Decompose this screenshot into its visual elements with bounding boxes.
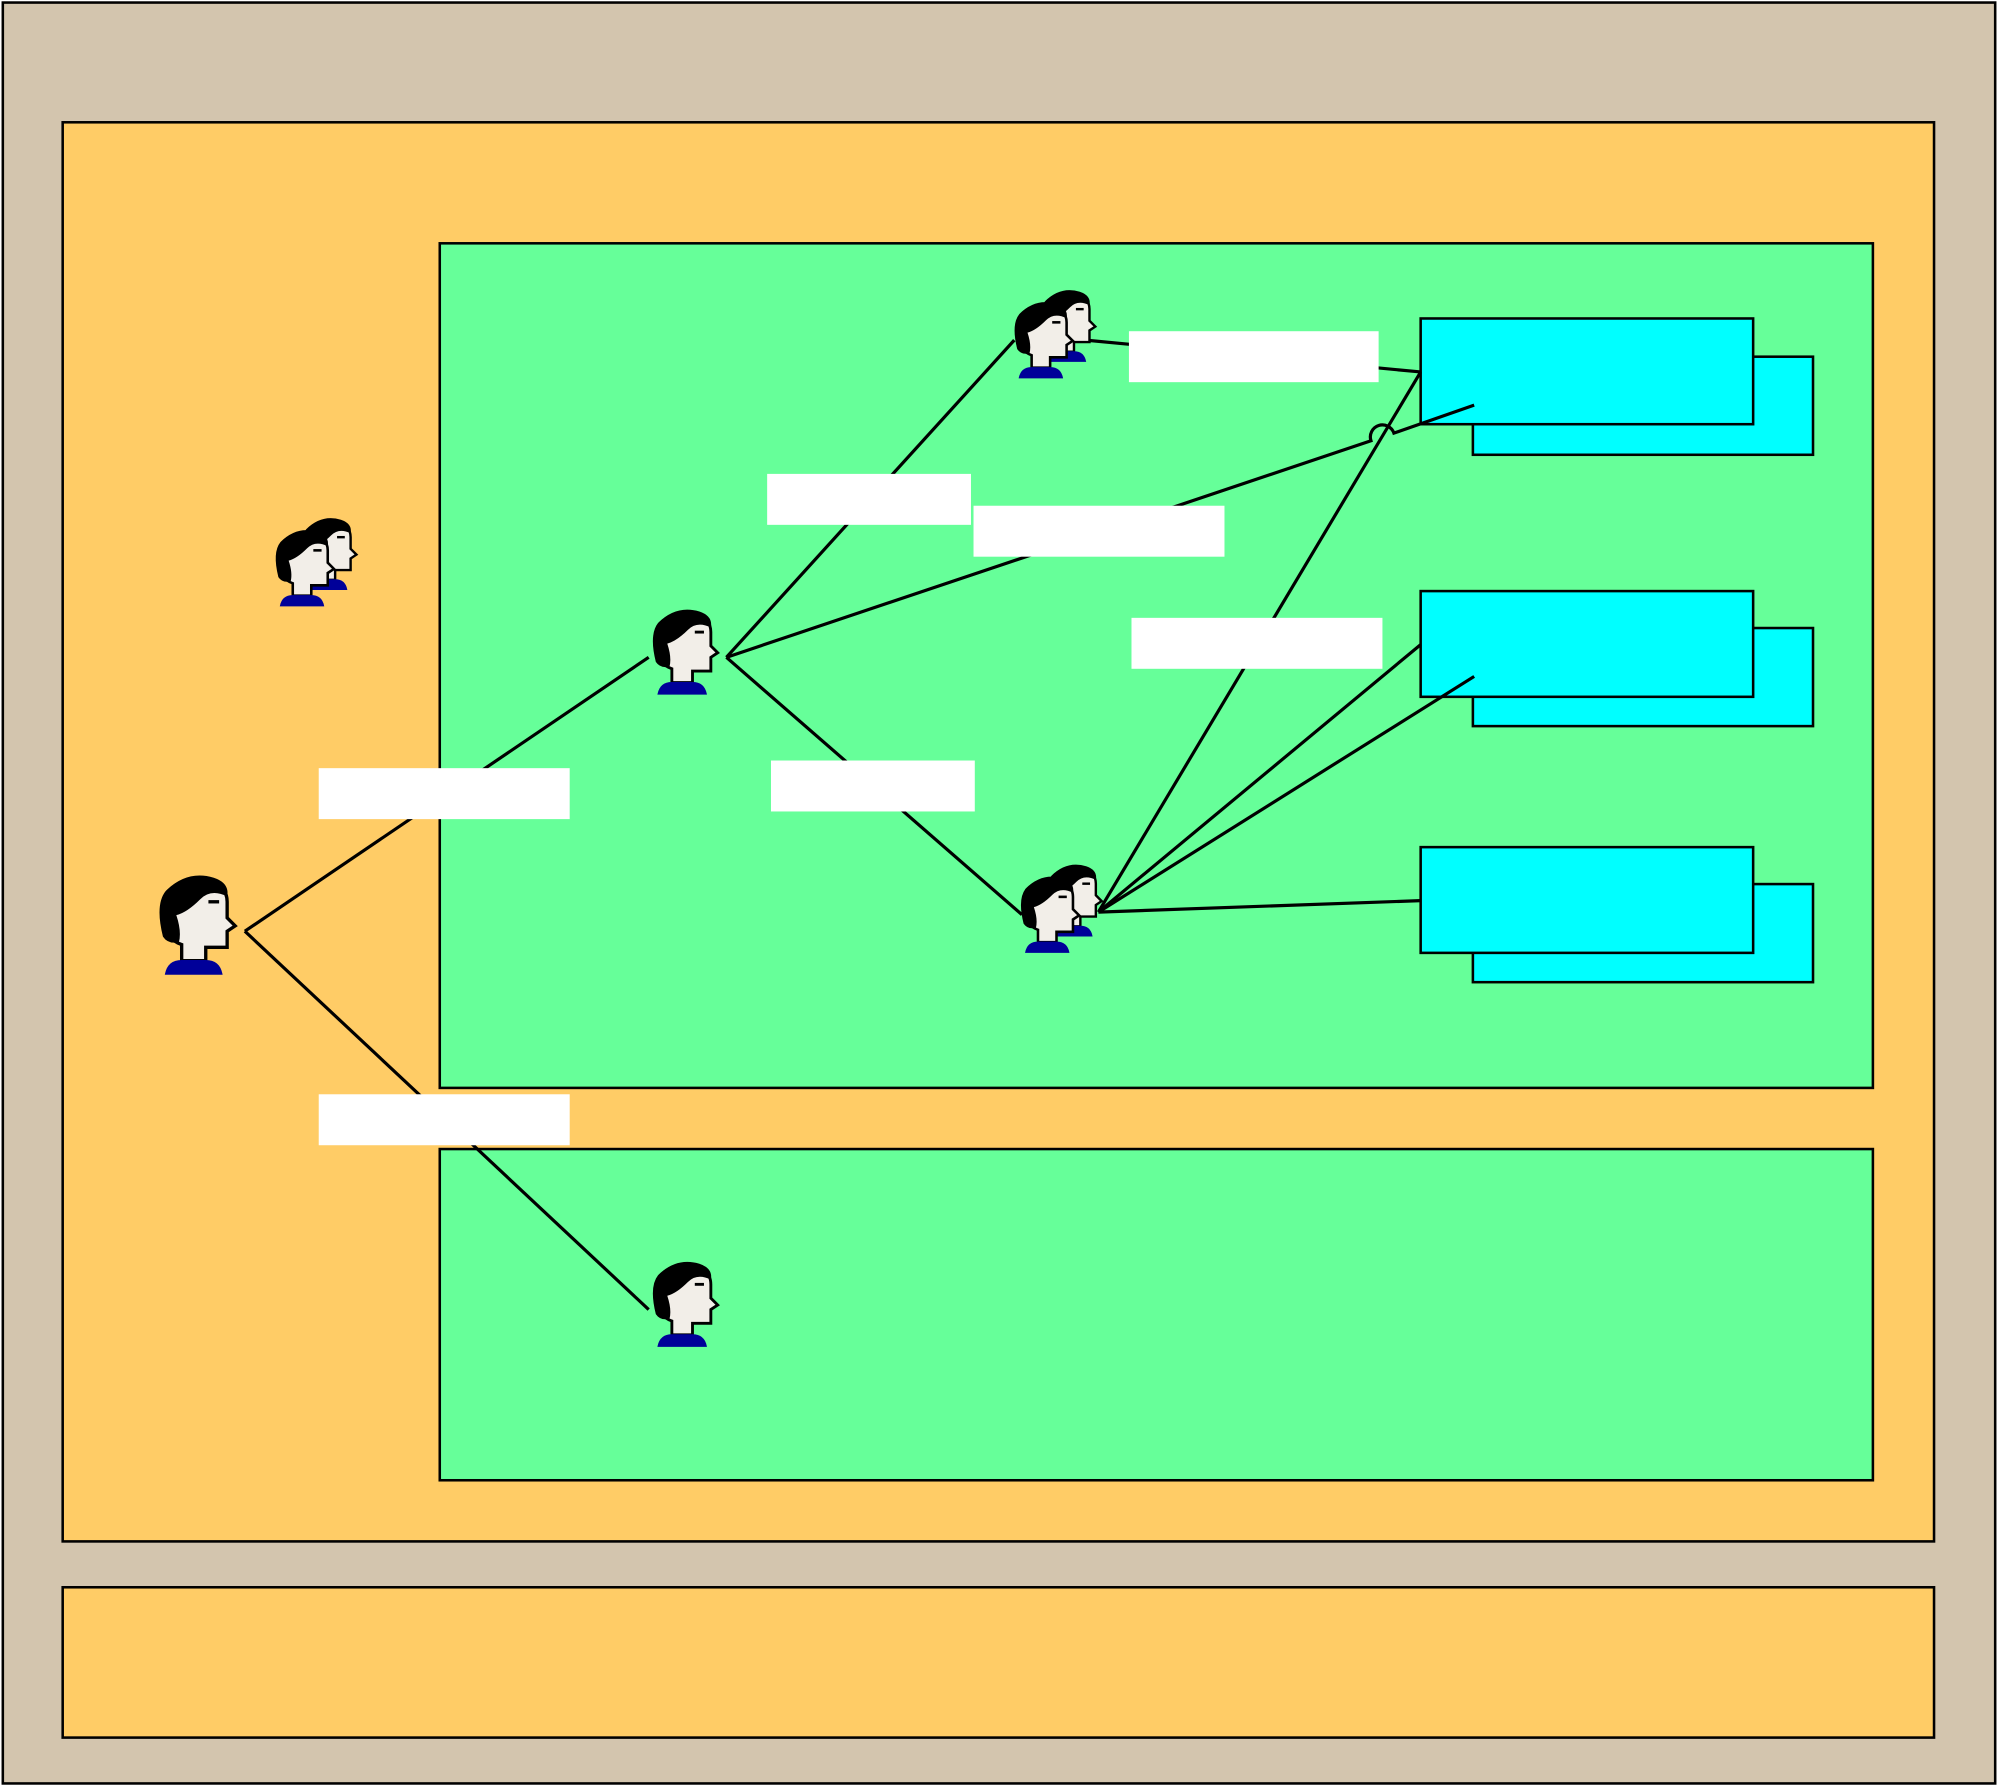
connector-line [1097, 675, 1476, 914]
outer-zone-footer [61, 1585, 1936, 1739]
person-icon [159, 875, 238, 975]
label-box [318, 1094, 570, 1146]
document-stack-icon [1419, 589, 1815, 728]
connector-line [1097, 643, 1422, 914]
person-icon [652, 609, 720, 695]
document-stack-icon [1419, 317, 1815, 457]
group-icon [1020, 864, 1104, 953]
label-box [973, 505, 1225, 557]
document-front [1419, 317, 1755, 426]
document-front [1419, 845, 1755, 955]
document-stack-icon [1419, 845, 1815, 984]
label-box [1131, 617, 1383, 669]
connector-line [1098, 899, 1421, 914]
inner-zone-lower [438, 1147, 1875, 1482]
person-icon [652, 1261, 720, 1347]
label-box [767, 473, 971, 525]
document-front [1419, 589, 1755, 699]
group-icon [275, 518, 359, 607]
group-icon [1014, 290, 1098, 379]
connector-line [725, 403, 1475, 659]
label-box [1128, 331, 1379, 383]
label-box [318, 768, 570, 820]
label-box [770, 760, 975, 812]
